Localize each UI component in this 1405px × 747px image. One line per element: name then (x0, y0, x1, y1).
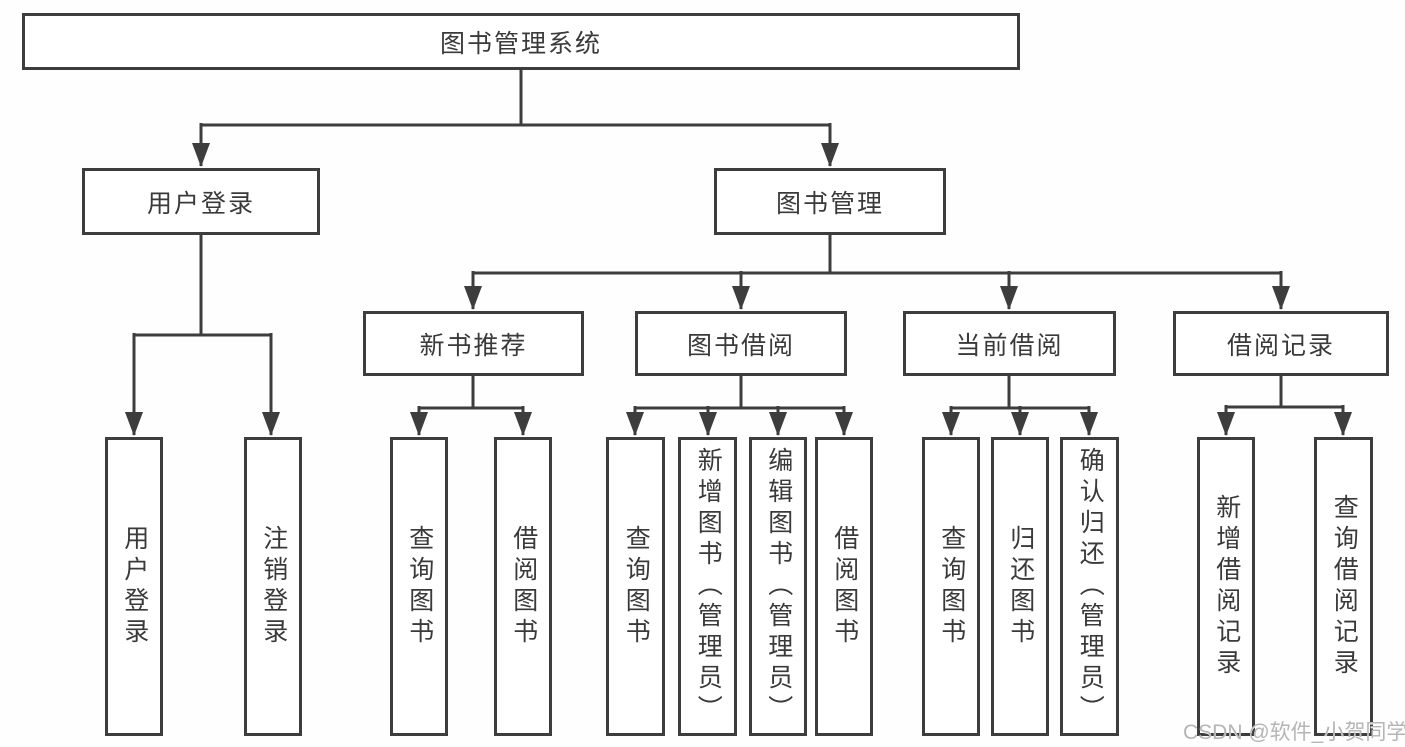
leaf-confirm-return-admin: 确认归还（管理员） (1060, 437, 1119, 736)
leaf-query-books-current: 查询图书 (922, 437, 980, 736)
node-current-borrowing: 当前借阅 (903, 311, 1116, 376)
leaf-query-books-recommend: 查询图书 (390, 437, 448, 736)
node-library-system: 图书管理系统 (22, 13, 1020, 70)
node-book-management: 图书管理 (714, 168, 946, 235)
leaf-return-books: 归还图书 (991, 437, 1049, 736)
csdn-watermark: CSDN @软件_小贺同学 (1183, 721, 1405, 744)
node-book-borrowing: 图书借阅 (635, 311, 847, 376)
leaf-edit-book-admin: 编辑图书（管理员） (749, 437, 807, 736)
node-borrowing-records: 借阅记录 (1173, 311, 1389, 376)
leaf-borrow-books-recommend: 借阅图书 (494, 437, 552, 736)
node-user-login: 用户登录 (82, 168, 320, 235)
leaf-query-books-borrowing: 查询图书 (606, 437, 665, 736)
leaf-add-borrow-record: 新增借阅记录 (1197, 437, 1255, 736)
leaf-user-login: 用户登录 (105, 437, 163, 736)
leaf-logout: 注销登录 (244, 437, 302, 736)
leaf-add-book-admin: 新增图书（管理员） (678, 437, 737, 736)
node-new-book-recommend: 新书推荐 (363, 311, 584, 376)
leaf-borrow-books: 借阅图书 (815, 437, 873, 736)
leaf-query-borrow-record: 查询借阅记录 (1314, 437, 1373, 736)
